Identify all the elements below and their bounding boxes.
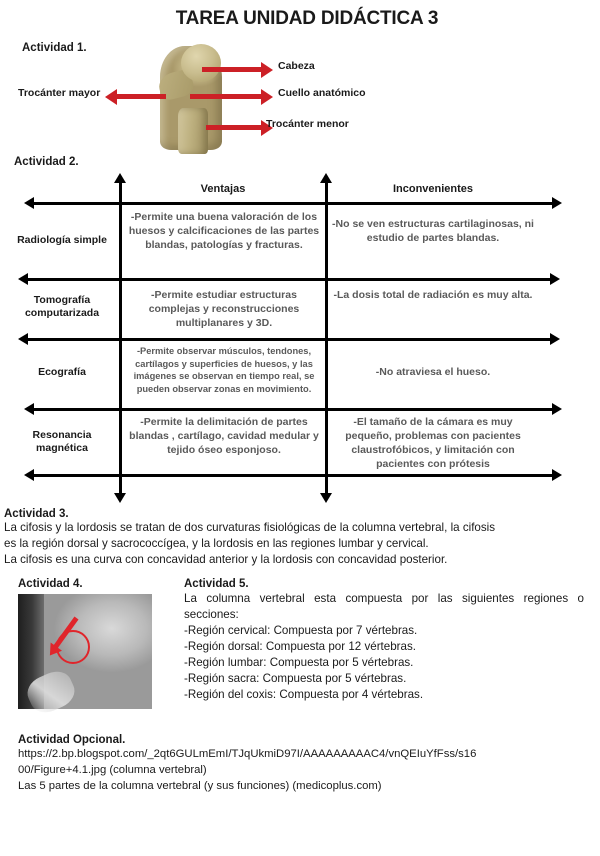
femur-shaft-shape bbox=[178, 108, 208, 154]
activity-4-and-5-section: Actividad 4. Actividad 5. La columna ver… bbox=[0, 578, 600, 726]
page-title: TAREA UNIDAD DIDÁCTICA 3 bbox=[175, 8, 439, 29]
activity-5-section: Actividad 5. La columna vertebral esta c… bbox=[184, 578, 584, 703]
activity-3-label: Actividad 3. bbox=[4, 508, 69, 520]
table-row-label-radiologia-simple: Radiología simple bbox=[17, 234, 107, 246]
table-cell-ventajas-ecografia: -Permite observar músculos, tendones, ca… bbox=[133, 346, 315, 394]
list-item: -Región dorsal: Compuesta por 12 vértebr… bbox=[184, 640, 416, 653]
list-item: -Región lumbar: Compuesta por 5 vértebra… bbox=[184, 656, 414, 669]
arrow-right-icon-cabeza bbox=[202, 61, 273, 78]
activity-3-section: Actividad 3. La cifosis y la lordosis se… bbox=[4, 508, 600, 568]
activity-3-line-3: La cifosis es una curva con concavidad a… bbox=[4, 553, 448, 566]
callout-label-cabeza: Cabeza bbox=[278, 60, 315, 72]
activity-2-label: Actividad 2. bbox=[14, 156, 79, 168]
table-row-label-resonancia-magnetica: Resonancia magnética bbox=[32, 429, 92, 454]
list-item: -Región del coxis: Compuesta por 4 vérte… bbox=[184, 688, 424, 701]
list-item: -Región sacra: Compuesta por 5 vértebras… bbox=[184, 672, 407, 685]
activity-5-label: Actividad 5. bbox=[184, 578, 249, 590]
activity-3-line-2: es la región dorsal y sacrococcígea, y l… bbox=[4, 537, 429, 550]
table-cell-inconvenientes-radiologia-simple: -No se ven estructuras cartilaginosas, n… bbox=[332, 218, 534, 244]
table-cell-inconvenientes-tomografia: -La dosis total de radiación es muy alta… bbox=[333, 289, 533, 301]
callout-label-trocanter-menor: Trocánter menor bbox=[266, 118, 349, 130]
table-horizontal-rule-top bbox=[24, 197, 562, 209]
activity-3-line-1: La cifosis y la lordosis se tratan de do… bbox=[4, 521, 496, 534]
arrow-right-icon-cuello bbox=[190, 88, 273, 105]
source-url-line-2: 00/Figure+4.1.jpg (columna vertebral) bbox=[18, 764, 207, 776]
femur-head-shape bbox=[181, 44, 221, 82]
activity-optional-section: Actividad Opcional. https://2.bp.blogspo… bbox=[18, 734, 600, 794]
table-cell-inconvenientes-ecografia: -No atraviesa el hueso. bbox=[375, 366, 491, 378]
activity-5-region-list: -Región cervical: Compuesta por 7 vérteb… bbox=[184, 623, 584, 703]
table-horizontal-rule-3 bbox=[24, 403, 562, 415]
activity-1-section: Actividad 1. Cabeza Cuello anatómico Tro… bbox=[0, 42, 600, 154]
table-horizontal-rule-2 bbox=[18, 333, 560, 345]
arrow-right-icon-trocanter-menor bbox=[206, 119, 273, 136]
table-row-label-ecografia: Ecografía bbox=[38, 366, 86, 378]
activity-optional-label: Actividad Opcional. bbox=[18, 734, 126, 746]
table-cell-ventajas-tomografia: -Permite estudiar estructuras complejas … bbox=[148, 289, 300, 329]
list-item: -Región cervical: Compuesta por 7 vérteb… bbox=[184, 624, 418, 637]
table-cell-ventajas-radiologia-simple: -Permite una buena valoración de los hue… bbox=[128, 211, 320, 251]
table-horizontal-rule-1 bbox=[18, 273, 560, 285]
activity-1-label: Actividad 1. bbox=[22, 42, 87, 54]
table-header-row: Ventajas Inconvenientes bbox=[0, 180, 600, 202]
activity-4-label: Actividad 4. bbox=[18, 578, 83, 590]
activity-5-intro: La columna vertebral esta compuesta por … bbox=[184, 592, 584, 621]
callout-label-trocanter-mayor: Trocánter mayor bbox=[18, 87, 101, 99]
table-horizontal-rule-bottom bbox=[24, 469, 562, 481]
source-reference: Las 5 partes de la columna vertebral (y … bbox=[18, 780, 382, 792]
table-cell-ventajas-resonancia: -Permite la delimitación de partes bland… bbox=[129, 416, 319, 456]
table-header-ventajas: Ventajas bbox=[200, 183, 246, 195]
callout-label-cuello-anatomico: Cuello anatómico bbox=[278, 87, 366, 99]
comparison-table: Ventajas Inconvenientes Radiología simpl… bbox=[0, 172, 600, 503]
source-url-line-1: https://2.bp.blogspot.com/_2qt6GULmEmI/T… bbox=[18, 748, 477, 760]
table-row-label-tomografia-computarizada: Tomografía computarizada bbox=[24, 294, 100, 319]
table-header-inconvenientes: Inconvenientes bbox=[392, 183, 474, 195]
table-cell-inconvenientes-resonancia: -El tamaño de la cámara es muy pequeño, … bbox=[345, 416, 521, 470]
arrow-left-icon-trocanter-mayor bbox=[105, 88, 166, 105]
